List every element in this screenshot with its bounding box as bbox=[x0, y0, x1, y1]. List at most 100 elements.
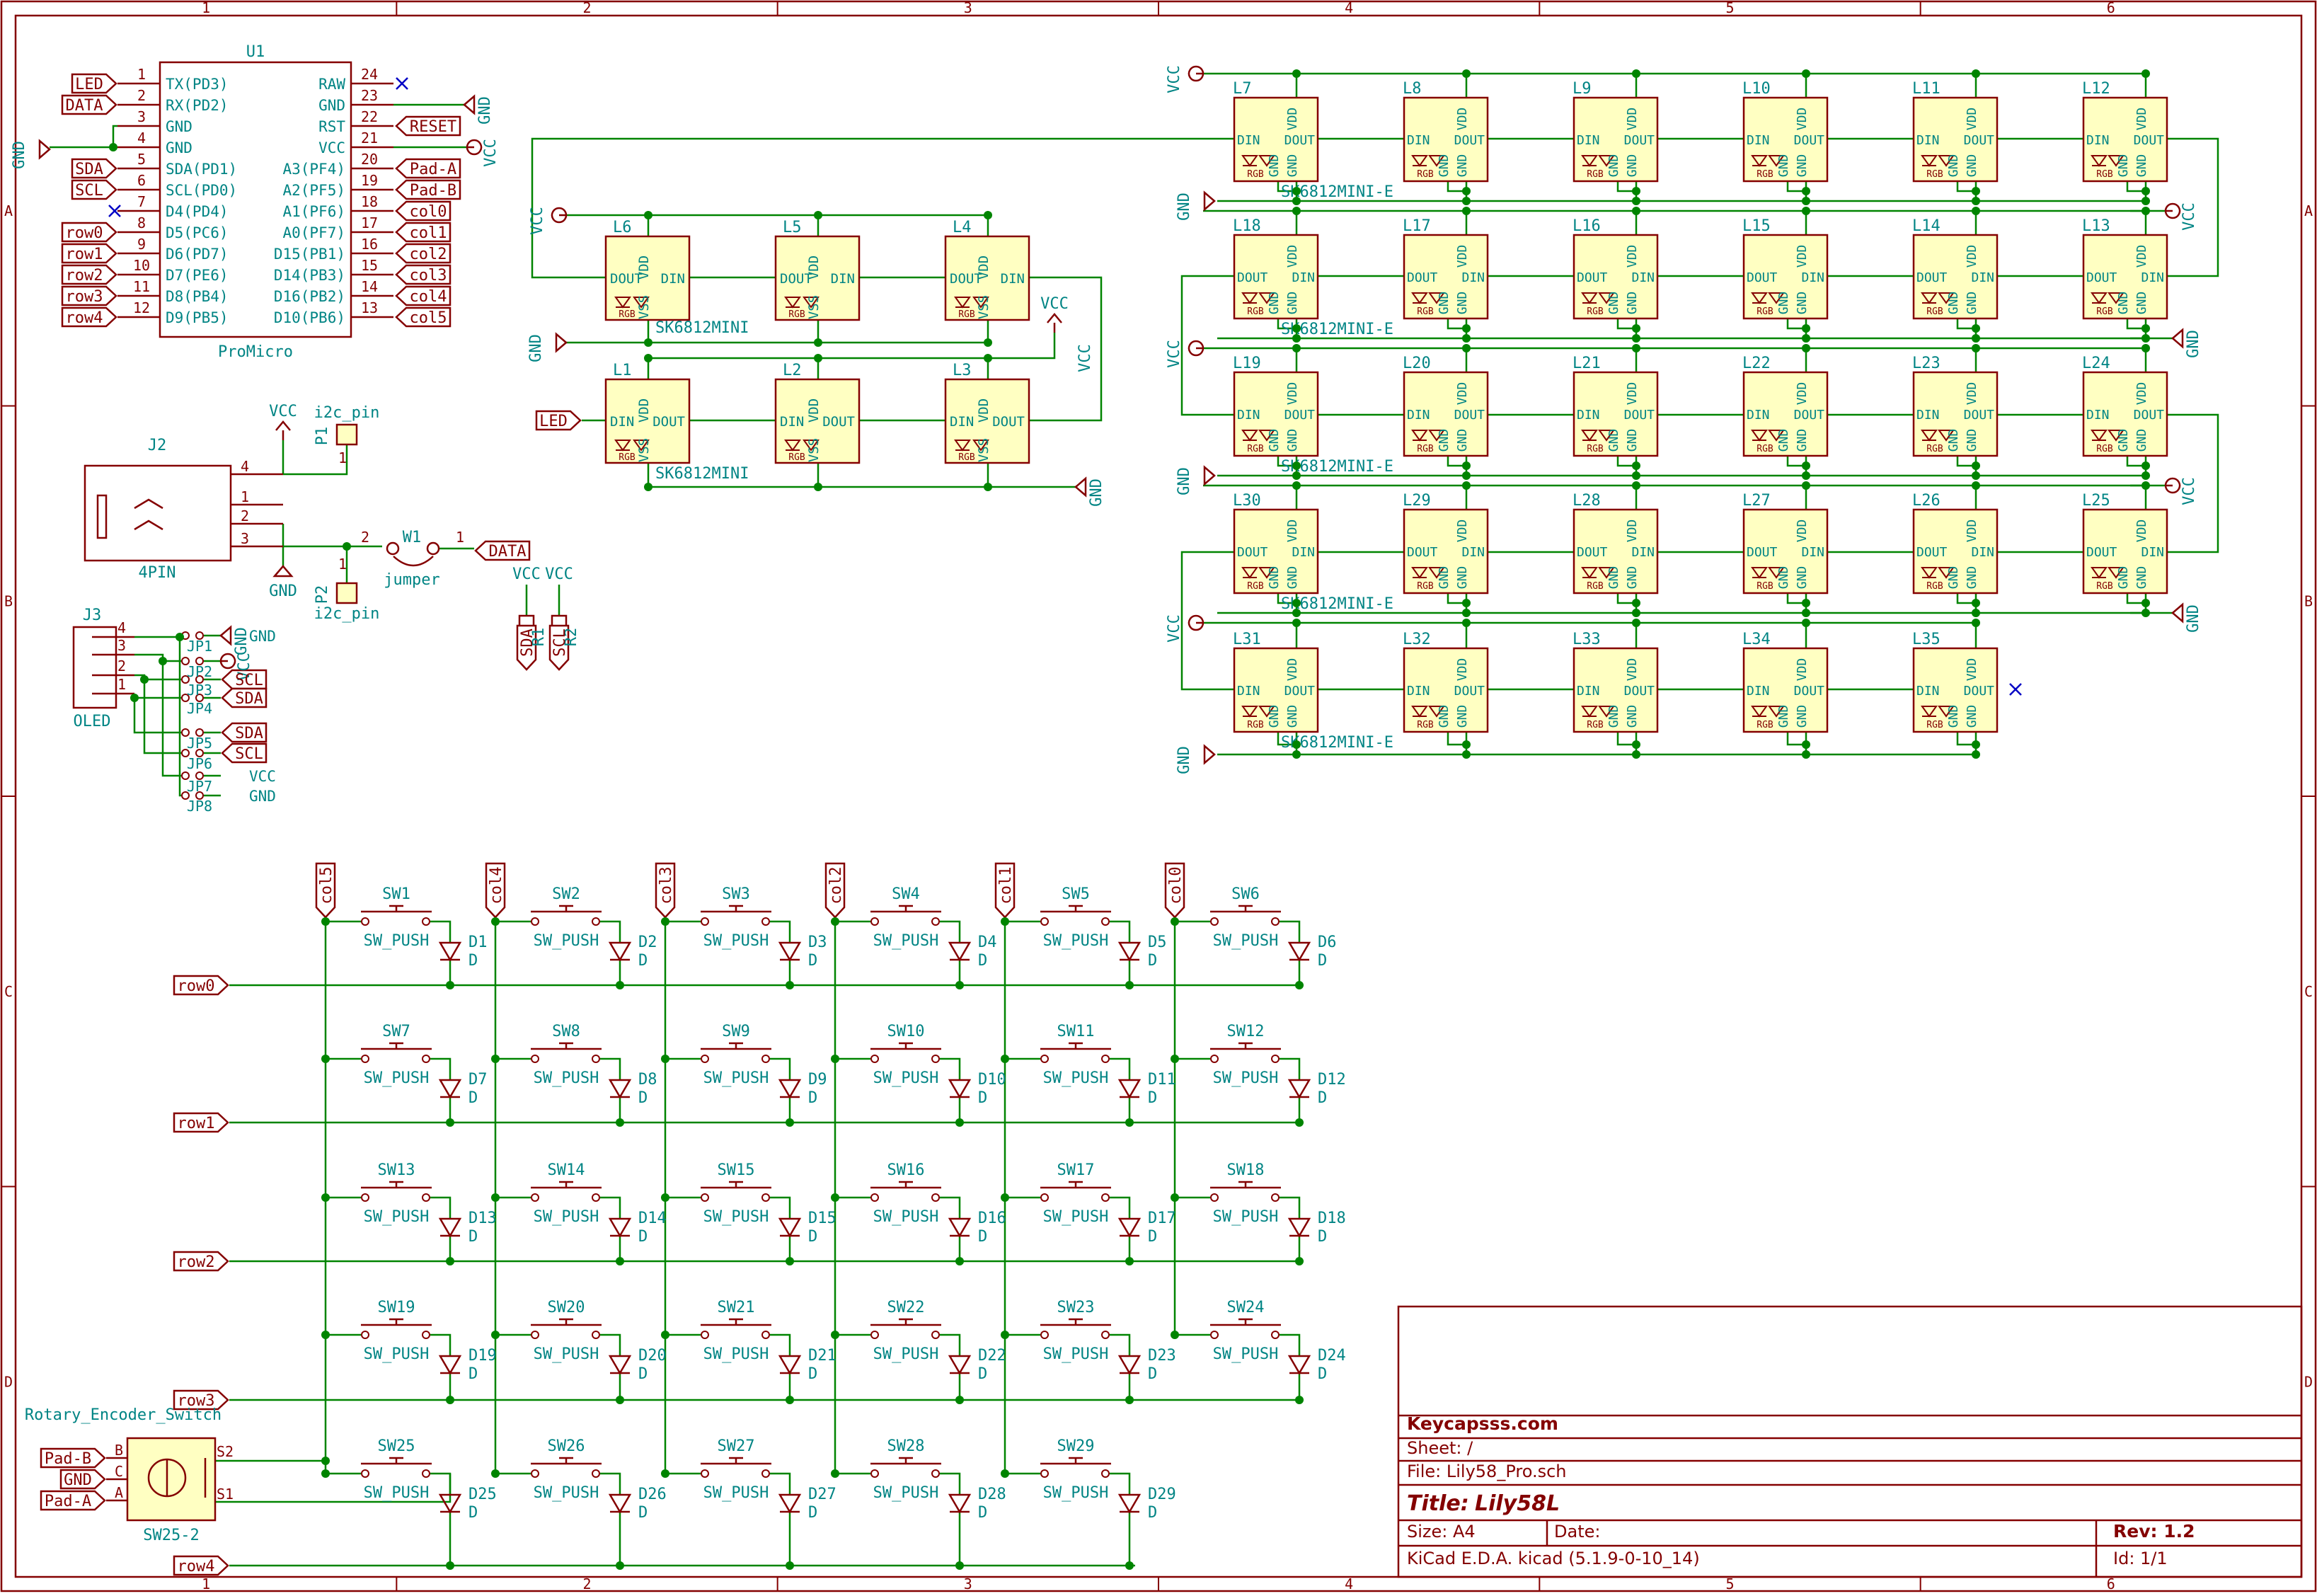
pin-number: 1 bbox=[338, 449, 347, 466]
gnd-wire bbox=[1277, 456, 1297, 467]
gnd-wire bbox=[1956, 318, 1976, 330]
pin-name: VDD bbox=[1795, 245, 1810, 268]
net-label-flag bbox=[474, 540, 531, 561]
pin-name: VDD bbox=[976, 256, 991, 280]
net-label-flag bbox=[61, 264, 117, 285]
pin-name: DOUT bbox=[1747, 270, 1778, 285]
components bbox=[38, 61, 2184, 1576]
led-diode-icon bbox=[954, 440, 989, 452]
p2-value: i2c_pin bbox=[314, 605, 380, 623]
switch-value: SW_PUSH bbox=[873, 932, 939, 950]
diode-ref: D15 bbox=[808, 1210, 836, 1227]
led-diode-icon bbox=[1921, 706, 1955, 718]
junction-dot bbox=[1802, 750, 1810, 759]
diode-ref: D26 bbox=[638, 1486, 667, 1503]
diode-symbol bbox=[438, 941, 462, 962]
pin-name: GND bbox=[1776, 292, 1791, 315]
junction-dot bbox=[491, 917, 500, 926]
net-label-flag bbox=[1164, 862, 1185, 919]
switch-contact bbox=[592, 1055, 600, 1063]
junction-dot bbox=[1972, 197, 1980, 205]
column-marker: 5 bbox=[1725, 1575, 1734, 1592]
j2-value: 4PIN bbox=[139, 564, 176, 582]
pin-number: 12 bbox=[133, 299, 150, 316]
encoder-wire bbox=[215, 1474, 452, 1503]
rgb-text: RGB bbox=[2096, 581, 2113, 592]
pin-name: DIN bbox=[1916, 684, 1940, 699]
pin-name: GND bbox=[1455, 154, 1470, 178]
net-label-flag bbox=[221, 687, 268, 708]
pin-name: VDD bbox=[1285, 245, 1300, 268]
junction-dot bbox=[1125, 1561, 1134, 1570]
switch-contact bbox=[1101, 1055, 1110, 1063]
jumper-pad bbox=[181, 694, 190, 702]
switch-contact bbox=[531, 1469, 539, 1478]
diode-symbol bbox=[778, 1079, 802, 1099]
pin-name: GND bbox=[1625, 292, 1640, 315]
led-body bbox=[1233, 96, 1319, 183]
switch-contact bbox=[361, 917, 369, 926]
pin-name: DIN bbox=[1577, 408, 1600, 423]
pin-name: DIN bbox=[1631, 270, 1655, 285]
junction-dot bbox=[1802, 334, 1810, 343]
row-marker: D bbox=[4, 1373, 13, 1390]
diode-value: D bbox=[468, 952, 478, 970]
net-label-flag bbox=[395, 243, 452, 264]
jumper-pad bbox=[181, 791, 190, 800]
switch-value: SW_PUSH bbox=[1043, 1484, 1109, 1502]
pin-name: DOUT bbox=[1284, 684, 1316, 699]
switch-contact bbox=[931, 1469, 940, 1478]
diode-value: D bbox=[808, 1504, 817, 1522]
vcc-symbol bbox=[1188, 614, 1205, 631]
net-label: SDA bbox=[519, 628, 536, 657]
diode-ref: D27 bbox=[808, 1486, 836, 1503]
pin-name: GND bbox=[1795, 566, 1810, 590]
pin-name: VSS bbox=[976, 295, 991, 319]
row-marker: B bbox=[2304, 592, 2313, 609]
rgb-text: RGB bbox=[1757, 306, 1773, 317]
pin-name: GND bbox=[1946, 154, 1961, 178]
net-label-flag bbox=[315, 862, 336, 919]
junction-dot bbox=[1462, 461, 1471, 470]
pin-name: VDD bbox=[1795, 382, 1810, 406]
encoder-title: Rotary_Encoder_Switch bbox=[25, 1406, 222, 1424]
diode-symbol bbox=[608, 1217, 632, 1238]
pin-name: RX(PD2) bbox=[166, 97, 229, 114]
junction-dot bbox=[2141, 599, 2150, 607]
switch-value: SW_PUSH bbox=[873, 1208, 939, 1226]
junction-dot bbox=[616, 1396, 624, 1404]
junction-dot bbox=[1295, 981, 1304, 989]
switch-value: SW_PUSH bbox=[364, 1484, 430, 1502]
pin-name: GND bbox=[1437, 429, 1451, 452]
junction-dot bbox=[661, 1055, 669, 1063]
led-ref: L31 bbox=[1233, 631, 1261, 648]
pin-name: VCC bbox=[318, 139, 345, 156]
rgb-text: RGB bbox=[1247, 581, 1264, 592]
pin-name: D7(PE6) bbox=[166, 267, 229, 284]
net-label: col3 bbox=[410, 267, 447, 285]
jumper-pad bbox=[426, 541, 440, 556]
ground-symbol bbox=[219, 625, 232, 646]
pin-name: GND bbox=[1965, 705, 1979, 728]
rgb-text: RGB bbox=[1417, 169, 1434, 180]
junction-dot bbox=[1462, 471, 1471, 480]
rgb-text: RGB bbox=[2096, 169, 2113, 180]
pin-name: DOUT bbox=[1794, 684, 1825, 699]
junction-dot bbox=[1001, 1055, 1009, 1063]
pin-name: GND bbox=[1285, 292, 1300, 315]
pin-name: VSS bbox=[806, 295, 822, 319]
pin-name: DOUT bbox=[652, 414, 685, 430]
led-ref: L22 bbox=[1742, 355, 1771, 372]
title-block-frame bbox=[1397, 1305, 2303, 1578]
led-ref: L27 bbox=[1742, 492, 1771, 510]
switch-actuator bbox=[701, 1181, 771, 1189]
net-label: col5 bbox=[410, 309, 447, 327]
led-ref: L18 bbox=[1233, 217, 1261, 235]
diode-value: D bbox=[638, 1365, 648, 1383]
switch-ref: SW11 bbox=[1057, 1023, 1095, 1040]
led-ref: L34 bbox=[1742, 631, 1771, 648]
pin-number: 8 bbox=[137, 214, 146, 231]
pin-name: VDD bbox=[636, 256, 652, 280]
net-text: GND bbox=[249, 788, 276, 805]
